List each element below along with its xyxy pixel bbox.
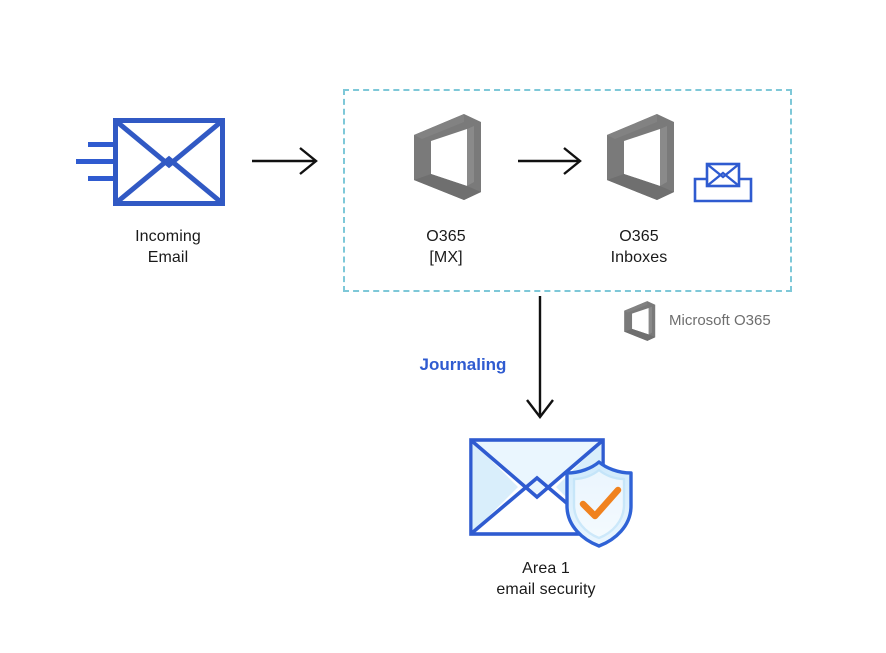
area1-email-security-label: Area 1 email security — [496, 560, 596, 598]
office-365-icon — [598, 112, 680, 202]
office-365-icon — [620, 300, 658, 342]
arrow-down-icon — [523, 296, 557, 420]
arrow-right-icon — [518, 145, 584, 177]
arrow-right-icon — [252, 145, 320, 177]
motion-lines-icon — [72, 138, 118, 186]
o365-mx-label: O365 [MX] — [426, 228, 466, 266]
incoming-email-label: Incoming Email — [135, 228, 201, 266]
office-365-icon — [405, 112, 487, 202]
journaling-label: Journaling — [419, 355, 507, 374]
shielded-envelope-icon — [468, 432, 634, 548]
envelope-icon — [113, 118, 225, 206]
o365-inboxes-label: O365 Inboxes — [610, 228, 668, 266]
legend-microsoft-o365: Microsoft O365 — [620, 300, 800, 344]
inbox-tray-envelope-icon — [693, 160, 753, 204]
legend-label: Microsoft O365 — [669, 312, 771, 329]
microsoft-o365-zone — [343, 89, 792, 292]
